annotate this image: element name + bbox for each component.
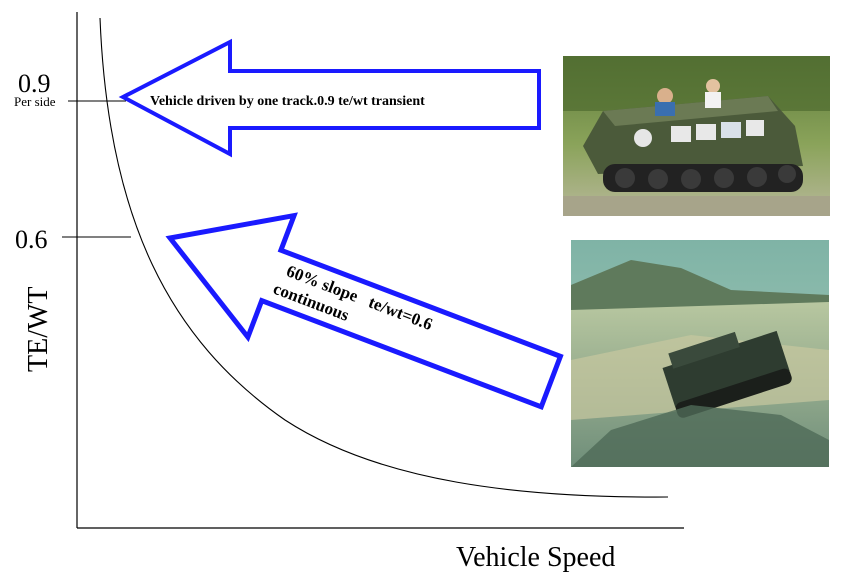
tick-label-0-6: 0.6	[15, 225, 48, 254]
lower-callout-arrow	[165, 212, 564, 411]
tick-sublabel-per-side: Per side	[14, 94, 56, 109]
lower-slope-photo	[571, 240, 829, 467]
upper-vehicle-photo	[563, 56, 830, 216]
tick-label-0-9: 0.9	[18, 69, 51, 98]
y-axis-label: TE/WT	[23, 286, 54, 372]
upper-callout-text: Vehicle driven by one track.0.9 te/wt tr…	[150, 94, 425, 109]
upper-callout-arrow	[118, 38, 541, 158]
x-axis-label: Vehicle Speed	[456, 542, 615, 573]
tractive-effort-curve	[99, 17, 669, 498]
